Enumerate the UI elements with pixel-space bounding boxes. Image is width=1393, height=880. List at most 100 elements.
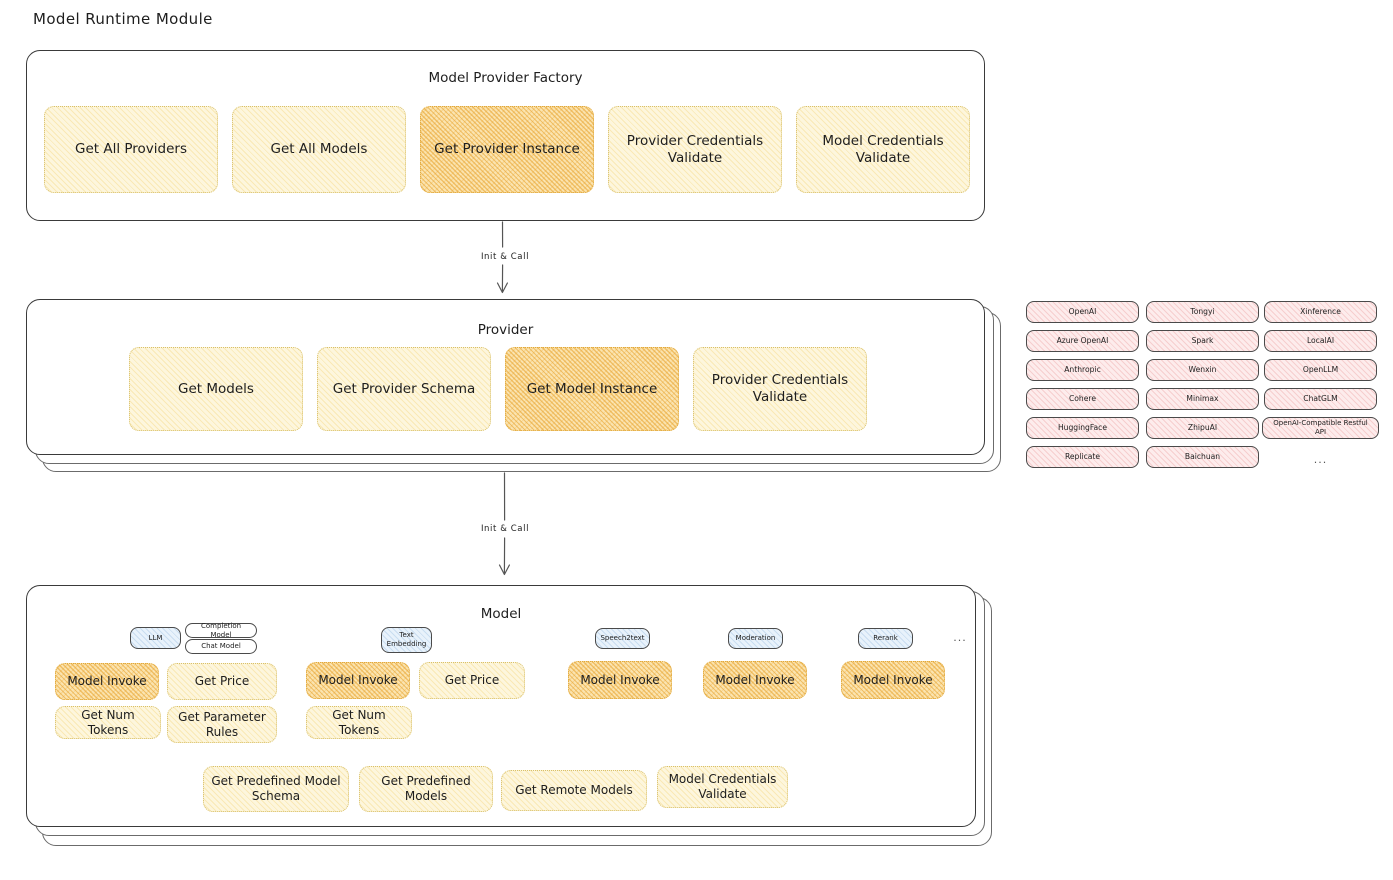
provider-chip-zhipuai[interactable]: ZhipuAI: [1146, 417, 1259, 439]
chip-label: OpenAI: [1068, 307, 1097, 317]
provider-chip-azure-openai[interactable]: Azure OpenAI: [1026, 330, 1139, 352]
provider-chip-openllm[interactable]: OpenLLM: [1264, 359, 1377, 381]
provider-chip-tongyi[interactable]: Tongyi: [1146, 301, 1259, 323]
method-label: Model Invoke: [67, 674, 147, 688]
provider-chip-spark[interactable]: Spark: [1146, 330, 1259, 352]
connector-arrow-provider-to-model: [498, 472, 510, 576]
chip-label: Cohere: [1068, 394, 1097, 404]
moderation-method-model-invoke[interactable]: Model Invoke: [703, 661, 807, 699]
provider-node-get-provider-schema[interactable]: Get Provider Schema: [317, 347, 491, 431]
model-type-llm[interactable]: LLM: [130, 627, 181, 649]
provider-chip-minimax[interactable]: Minimax: [1146, 388, 1259, 410]
chip-label: Azure OpenAI: [1056, 336, 1109, 346]
provider-chip-replicate[interactable]: Replicate: [1026, 446, 1139, 468]
provider-chip-openai-compatible-restful-api[interactable]: OpenAI-Compatible Restful API: [1262, 417, 1379, 439]
page-title: Model Runtime Module: [33, 10, 213, 28]
llm-method-get-price[interactable]: Get Price: [167, 663, 277, 700]
model-shared-get-predefined-model-schema[interactable]: Get Predefined Model Schema: [203, 766, 349, 812]
model-subtype-completion-model[interactable]: Completion Model: [185, 621, 257, 639]
model-type-speech2text[interactable]: Speech2text: [595, 628, 650, 649]
connector-1-label: Init & Call: [480, 252, 530, 262]
node-label: Provider Credentials Validate: [711, 372, 849, 405]
rerank-method-model-invoke[interactable]: Model Invoke: [841, 661, 945, 699]
node-label: Model Credentials Validate: [822, 132, 944, 166]
text-embedding-method-get-price[interactable]: Get Price: [419, 662, 525, 699]
node-label: Get Model Instance: [526, 380, 658, 397]
method-label: Model Invoke: [715, 672, 795, 687]
provider-list-more: ...: [1313, 453, 1328, 466]
model-type-rerank[interactable]: Rerank: [858, 628, 913, 649]
method-label: Get Num Tokens: [81, 707, 135, 737]
method-label: Get Predefined Models: [381, 774, 471, 803]
text-embedding-method-model-invoke[interactable]: Model Invoke: [306, 662, 410, 699]
model-shared-model-credentials-validate[interactable]: Model Credentials Validate: [657, 766, 788, 808]
model-types-more: ...: [953, 631, 967, 644]
node-label: Get All Providers: [75, 141, 187, 158]
provider-chip-cohere[interactable]: Cohere: [1026, 388, 1139, 410]
provider-chip-chatglm[interactable]: ChatGLM: [1264, 388, 1377, 410]
speech2text-method-model-invoke[interactable]: Model Invoke: [568, 661, 672, 699]
chip-label: Spark: [1191, 336, 1214, 346]
chip-label: OpenAI-Compatible Restful API: [1273, 419, 1368, 436]
provider-chip-wenxin[interactable]: Wenxin: [1146, 359, 1259, 381]
provider-chip-openai[interactable]: OpenAI: [1026, 301, 1139, 323]
factory-node-get-provider-instance[interactable]: Get Provider Instance: [420, 106, 594, 193]
provider-node-get-model-instance[interactable]: Get Model Instance: [505, 347, 679, 431]
chip-label: LocalAI: [1306, 336, 1335, 346]
method-label: Get Num Tokens: [332, 707, 386, 737]
provider-chip-baichuan[interactable]: Baichuan: [1146, 446, 1259, 468]
chip-label: ZhipuAI: [1187, 423, 1218, 433]
llm-method-get-num-tokens[interactable]: Get Num Tokens: [55, 706, 161, 739]
llm-method-model-invoke[interactable]: Model Invoke: [55, 663, 159, 700]
chip-label: HuggingFace: [1057, 423, 1108, 433]
model-type-text-embedding[interactable]: Text Embedding: [381, 627, 432, 653]
model-subtype-chat-model[interactable]: Chat Model: [185, 639, 257, 654]
type-label: Moderation: [735, 634, 776, 643]
type-label: Speech2text: [600, 634, 645, 643]
chip-label: Baichuan: [1184, 452, 1221, 462]
method-label: Get Price: [194, 674, 250, 688]
chip-label: Wenxin: [1188, 365, 1217, 375]
provider-node-get-models[interactable]: Get Models: [129, 347, 303, 431]
chip-label: Minimax: [1186, 394, 1219, 404]
method-label: Get Remote Models: [515, 783, 633, 797]
subtype-label: Completion Model: [200, 621, 242, 639]
method-label: Model Invoke: [580, 672, 660, 687]
provider-chip-xinference[interactable]: Xinference: [1264, 301, 1377, 323]
method-label: Model Credentials Validate: [668, 772, 777, 801]
node-label: Provider Credentials Validate: [626, 132, 764, 166]
factory-node-get-all-models[interactable]: Get All Models: [232, 106, 406, 193]
method-label: Model Invoke: [318, 673, 398, 687]
model-type-moderation[interactable]: Moderation: [728, 628, 783, 649]
node-label: Get Provider Instance: [434, 141, 580, 158]
method-label: Model Invoke: [853, 672, 933, 687]
connector-2-label: Init & Call: [480, 524, 530, 534]
provider-chip-localai[interactable]: LocalAI: [1264, 330, 1377, 352]
node-label: Get All Models: [270, 141, 368, 158]
subtype-label: Chat Model: [201, 642, 241, 651]
llm-method-get-parameter-rules[interactable]: Get Parameter Rules: [167, 706, 277, 743]
method-label: Get Parameter Rules: [178, 709, 266, 739]
provider-node-provider-credentials-validate[interactable]: Provider Credentials Validate: [693, 347, 867, 431]
model-provider-factory-title: Model Provider Factory: [428, 70, 583, 86]
model-title: Model: [480, 606, 522, 622]
provider-chip-huggingface[interactable]: HuggingFace: [1026, 417, 1139, 439]
method-label: Get Predefined Model Schema: [211, 774, 341, 803]
provider-title: Provider: [477, 322, 534, 338]
factory-node-model-credentials-validate[interactable]: Model Credentials Validate: [796, 106, 970, 193]
node-label: Get Models: [178, 380, 254, 397]
type-label: LLM: [148, 633, 163, 642]
chip-label: OpenLLM: [1302, 365, 1339, 375]
model-shared-get-remote-models[interactable]: Get Remote Models: [501, 770, 647, 811]
chip-label: Xinference: [1300, 307, 1341, 317]
model-shared-get-predefined-models[interactable]: Get Predefined Models: [359, 766, 493, 812]
chip-label: Tongyi: [1190, 307, 1215, 317]
node-label: Get Provider Schema: [332, 380, 476, 397]
text-embedding-method-get-num-tokens[interactable]: Get Num Tokens: [306, 706, 412, 739]
type-label: Text Embedding: [386, 631, 427, 648]
connector-arrow-factory-to-provider: [496, 221, 508, 294]
factory-node-provider-credentials-validate[interactable]: Provider Credentials Validate: [608, 106, 782, 193]
provider-chip-anthropic[interactable]: Anthropic: [1026, 359, 1139, 381]
chip-label: Anthropic: [1064, 365, 1101, 375]
factory-node-get-all-providers[interactable]: Get All Providers: [44, 106, 218, 193]
